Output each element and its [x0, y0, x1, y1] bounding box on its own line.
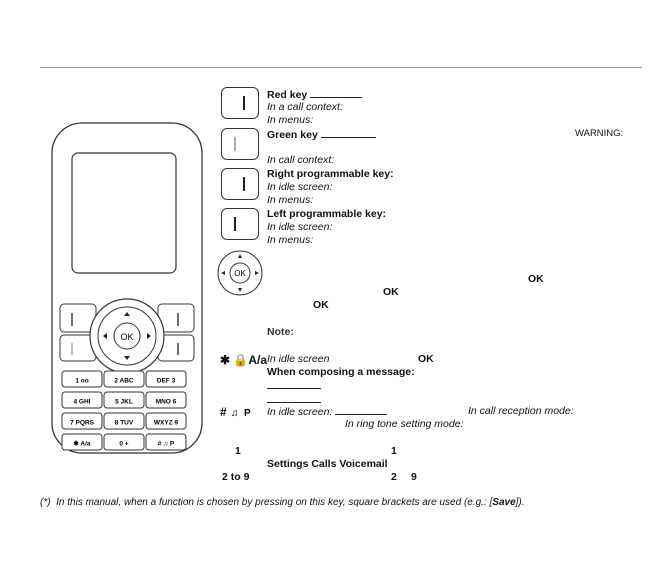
red-key-title: Red key	[267, 88, 363, 101]
hash-key-ringtone: In ring tone setting mode:	[345, 418, 464, 430]
svg-text:OK: OK	[234, 269, 246, 278]
left-programmable-key-menus: In menus:	[267, 234, 314, 246]
right-programmable-key-title: Right programmable key:	[267, 168, 394, 180]
star-key-ok: OK	[418, 353, 434, 365]
phone-keypad-key-label: 5 JKL	[115, 399, 133, 406]
hash-key-idle: In idle screen:	[267, 405, 388, 418]
star-key-icon: ✱ 🔒A/a	[220, 353, 268, 367]
phone-keypad-key	[103, 433, 145, 451]
star-key-idle: In idle screen	[267, 353, 330, 365]
left-programmable-key-icon	[221, 208, 259, 240]
right-programmable-key-icon	[221, 168, 259, 200]
phone-keypad-key-label: 4 GHI	[74, 399, 91, 406]
green-key-warning: WARNING:	[575, 128, 624, 139]
phone-keypad-key	[103, 391, 145, 409]
phone-keypad-key-label: 1 oo	[75, 378, 88, 385]
green-key-context: In call context:	[267, 154, 335, 166]
phone-keypad-key	[61, 412, 103, 430]
nav-note: Note:	[267, 326, 294, 338]
red-key-icon	[221, 87, 259, 119]
navigation-key-icon: OK	[217, 250, 263, 296]
phone-keypad: 1 oo 2 ABC DEF 3 4 GHI 5 JKL MNO 6 7 PQRS 8 TUV…	[61, 370, 187, 451]
phone-keypad-key	[61, 370, 103, 388]
phone-keypad-key-label: WXYZ 9	[154, 420, 179, 427]
phone-keypad-key-label: 2 ABC	[114, 378, 134, 385]
phone-keypad-key-label: MNO 6	[156, 399, 177, 406]
star-key-composing: When composing a message:	[267, 366, 415, 378]
svg-text:OK: OK	[120, 332, 133, 342]
nav-ok-3: OK	[313, 299, 329, 311]
phone-keypad-key	[145, 412, 187, 430]
keys-2-9-ref-b: 9	[411, 471, 417, 483]
top-rule	[40, 67, 642, 68]
hash-key-call-reception: In call reception mode:	[468, 405, 574, 417]
nav-ok-1: OK	[528, 273, 544, 285]
hash-key-icon: # ♫ P	[220, 405, 251, 419]
phone-keypad-key-label: DEF 3	[157, 378, 176, 385]
keys-2-9-ref-a: 2	[391, 471, 397, 483]
phone-keypad-key-label: 8 TUV	[115, 420, 134, 427]
phone-keypad-key	[145, 391, 187, 409]
phone-screen	[71, 152, 177, 274]
phone-keypad-key-label: ✱ A/a	[73, 440, 91, 448]
green-key-title: Green key	[267, 128, 376, 141]
phone-keypad-key	[145, 433, 187, 451]
left-programmable-key-idle: In idle screen:	[267, 221, 333, 233]
phone-keypad-key	[61, 433, 103, 451]
right-programmable-key-idle: In idle screen:	[267, 181, 333, 193]
phone-keypad-key-label: 0 +	[119, 441, 128, 448]
phone-keypad-key	[145, 370, 187, 388]
nav-ok-2: OK	[383, 286, 399, 298]
key-one-ref: 1	[391, 445, 397, 457]
phone-keypad-key-label: # ♫ P	[158, 441, 175, 448]
phone-keypad-key	[61, 391, 103, 409]
key-one-menu-path: Settings Calls Voicemail	[267, 458, 388, 470]
red-key-menus: In menus:	[267, 114, 314, 126]
phone-keypad-key	[103, 412, 145, 430]
keys-2-9-label: 2 to 9	[222, 471, 250, 483]
svg-text:P: P	[244, 408, 251, 419]
phone-illustration: OK 1 oo 2 ABC DEF 3 4 GHI 5 JKL MNO 6 7 PQRS 8 …	[51, 122, 203, 454]
phone-keypad-key-label: 7 PQRS	[70, 420, 95, 427]
star-key-blank-1	[267, 379, 321, 392]
svg-text:#: #	[220, 405, 227, 419]
phone-keypad-key	[103, 370, 145, 388]
right-programmable-key-menus: In menus:	[267, 194, 314, 206]
left-programmable-key-title: Left programmable key:	[267, 208, 387, 220]
red-key-context: In a call context:	[267, 101, 343, 113]
green-key-icon	[221, 128, 259, 160]
footnote: (*) In this manual, when a function is c…	[40, 497, 525, 508]
star-key-blank-2	[267, 393, 321, 406]
phone-ok-key	[113, 322, 141, 350]
svg-text:♫: ♫	[231, 408, 239, 419]
key-one-label: 1	[235, 445, 241, 457]
